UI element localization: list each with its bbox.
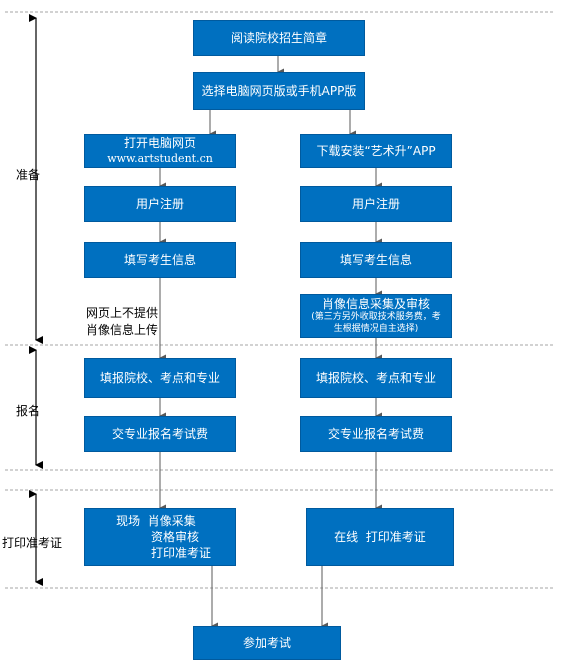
no-portrait-note-line1: 网页上不提供 [86, 306, 159, 320]
stage-label-print: 打印准考证 [2, 536, 63, 550]
open-website-box: 打开电脑网页 www.artstudent.cn [84, 134, 236, 168]
left-signup-box: 用户注册 [84, 186, 236, 222]
portrait-review-sub2: 生根据情况自主选择) [333, 324, 419, 335]
right-fill-info-label: 填写考生信息 [339, 252, 412, 267]
onsite-print-box: 现场 肖像采集 资格审核 打印准考证 [84, 508, 236, 566]
take-exam-label: 参加考试 [242, 635, 291, 650]
read-brochure-box: 阅读院校招生简章 [193, 20, 365, 56]
right-signup-label: 用户注册 [351, 196, 400, 211]
right-pay-fee-label: 交专业报名考试费 [327, 426, 424, 441]
right-pay-fee-box: 交专业报名考试费 [300, 416, 452, 452]
choose-version-box: 选择电脑网页版或手机APP版 [193, 72, 365, 110]
flow-arrows [159, 56, 382, 630]
onsite-line2: 资格审核 [150, 529, 199, 544]
take-exam-box: 参加考试 [193, 626, 341, 660]
read-brochure-label: 阅读院校招生简章 [230, 30, 327, 45]
online-print-label: 在线 打印准考证 [334, 529, 426, 544]
left-signup-label: 用户注册 [135, 196, 184, 211]
onsite-line1: 现场 肖像采集 [116, 513, 196, 528]
left-fill-info-label: 填写考生信息 [123, 252, 196, 267]
right-fill-school-box: 填报院校、考点和专业 [300, 358, 452, 398]
open-website-label: 打开电脑网页 [123, 136, 196, 151]
left-fill-info-box: 填写考生信息 [84, 242, 236, 278]
portrait-review-title: 肖像信息采集及审核 [321, 297, 430, 312]
left-fill-school-label: 填报院校、考点和专业 [99, 370, 220, 385]
right-fill-info-box: 填写考生信息 [300, 242, 452, 278]
website-url-label: www.artstudent.cn [107, 151, 213, 165]
right-fill-school-label: 填报院校、考点和专业 [315, 370, 436, 385]
choose-version-label: 选择电脑网页版或手机APP版 [201, 83, 357, 98]
left-pay-fee-label: 交专业报名考试费 [111, 426, 208, 441]
download-app-label: 下载安装“艺术升”APP [316, 143, 436, 158]
online-print-box: 在线 打印准考证 [306, 508, 454, 566]
stage-label-register: 报名 [16, 404, 41, 418]
right-signup-box: 用户注册 [300, 186, 452, 222]
no-portrait-note: 网页上不提供 肖像信息上传 [86, 305, 158, 340]
onsite-line3: 打印准考证 [150, 546, 211, 561]
left-fill-school-box: 填报院校、考点和专业 [84, 358, 236, 398]
portrait-review-sub1: (第三方另外收取技术服务费，考 [311, 312, 441, 323]
left-pay-fee-box: 交专业报名考试费 [84, 416, 236, 452]
section-dividers [5, 11, 555, 589]
stage-label-prep: 准备 [16, 168, 41, 182]
no-portrait-note-line2: 肖像信息上传 [86, 323, 159, 338]
portrait-review-box: 肖像信息采集及审核 (第三方另外收取技术服务费，考 生根据情况自主选择) [300, 294, 452, 338]
download-app-box: 下载安装“艺术升”APP [300, 134, 452, 168]
